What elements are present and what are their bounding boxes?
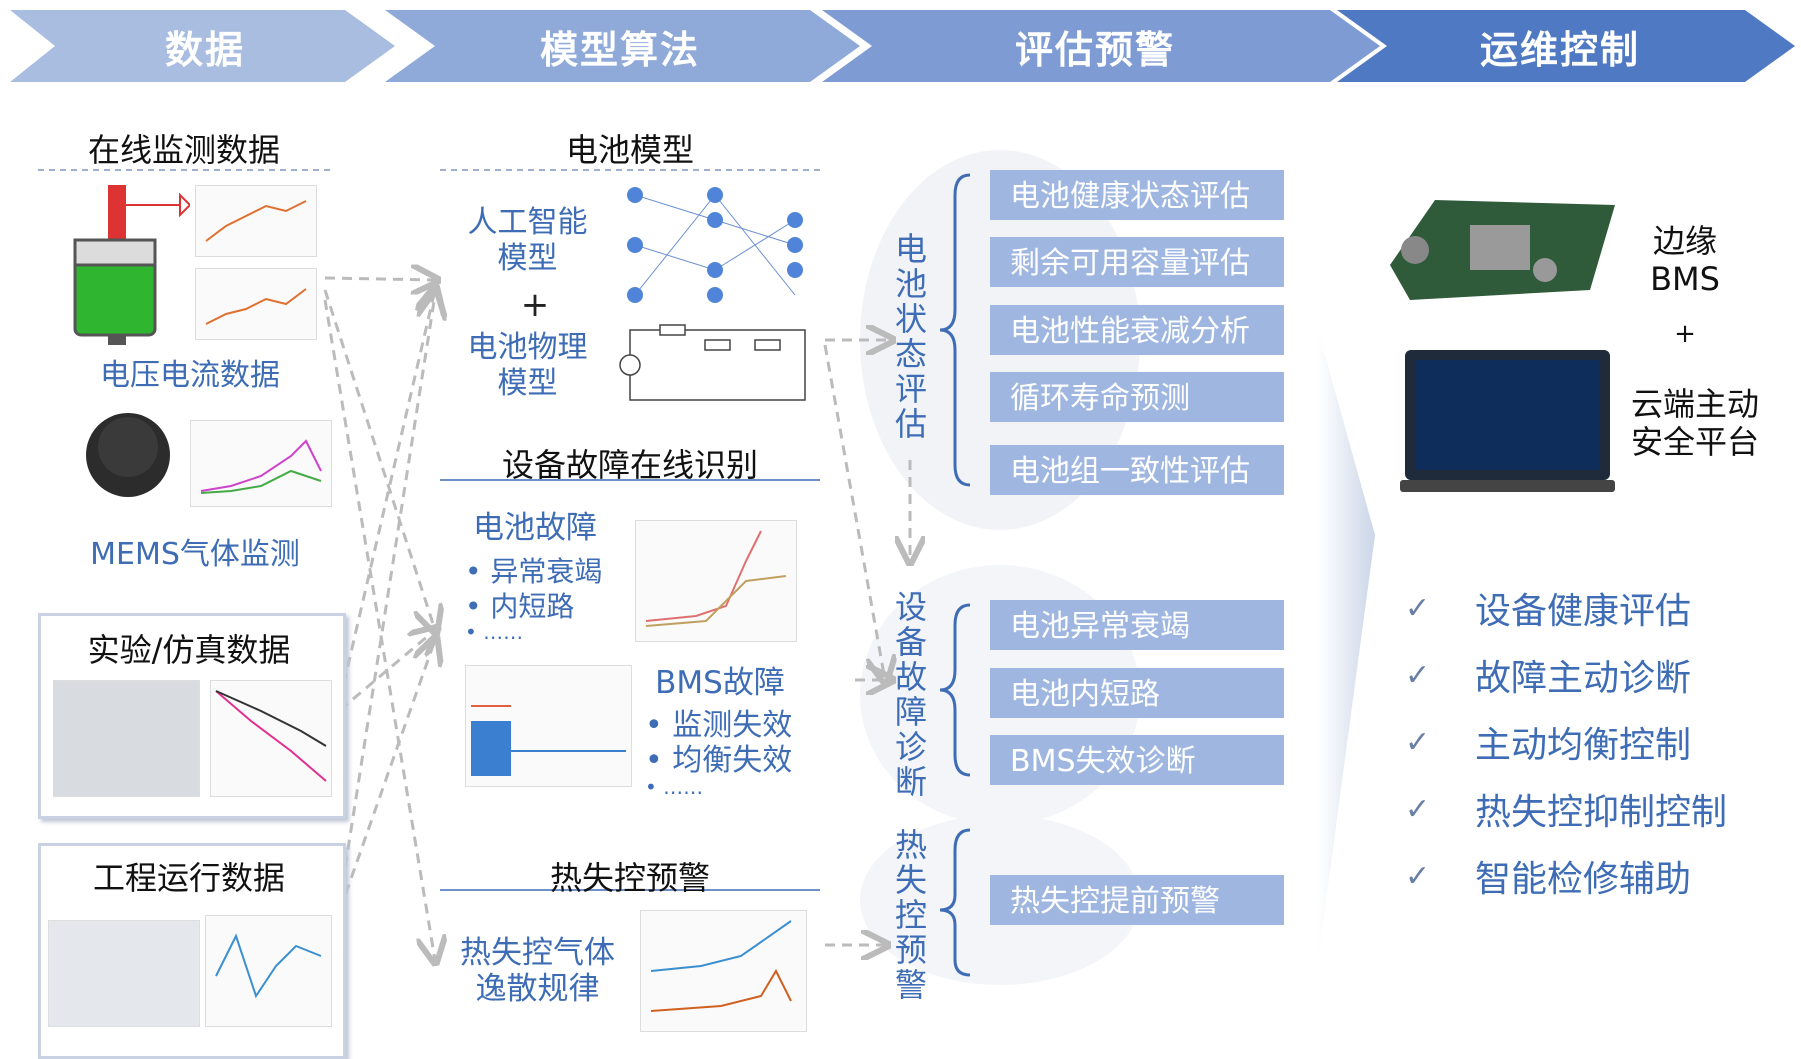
- mems-chart-thumb: [190, 420, 332, 507]
- voltage-chart-thumb-2: [195, 268, 317, 340]
- ai-model-label: 人工智能模型: [467, 205, 588, 276]
- test-chamber-image: [53, 680, 200, 797]
- battery-fault-item-3: • ……: [465, 620, 524, 644]
- check-icon: ✓: [1405, 657, 1431, 693]
- check-item-thermal-control: ✓ 热失控抑制控制: [1405, 784, 1727, 834]
- battery-fault-item-3-text: ……: [483, 620, 524, 644]
- battery-fault-label: 电池故障: [473, 510, 597, 546]
- stage-chevron-1: [10, 10, 395, 82]
- eval-item-degradation: 电池性能衰减分析: [990, 305, 1284, 355]
- eval-item-soh: 电池健康状态评估: [990, 170, 1284, 220]
- brace-group1: [939, 173, 971, 487]
- stage-chevron-2: [385, 10, 860, 82]
- battery-fault-item-2-text: 内短路: [490, 590, 575, 623]
- bms-fault-item-2: • 均衡失效: [645, 743, 793, 778]
- model-eval-connectors: [823, 340, 910, 945]
- battery-fault-item-2: • 内短路: [465, 590, 575, 623]
- data-model-connectors: [323, 278, 435, 960]
- eval-item-abnormal-decay: 电池异常衰竭: [990, 600, 1284, 650]
- stage-chevron-4: [1337, 10, 1795, 82]
- simulation-chart-thumb: [210, 680, 332, 797]
- bms-fault-item-1-text: 监测失效: [672, 708, 793, 743]
- edge-bms-board-image: [1380, 190, 1615, 305]
- battery-fault-item-1: • 异常衰竭: [465, 555, 603, 588]
- check-icon: ✓: [1405, 590, 1431, 626]
- stage-chevron-3: [822, 10, 1380, 82]
- brace-group2: [939, 603, 971, 777]
- stage-label-model: 模型算法: [539, 27, 700, 72]
- bms-fault-chart-thumb: [465, 665, 632, 787]
- check-item-diagnosis: ✓ 故障主动诊断: [1405, 650, 1691, 700]
- edge-bms-label: 边缘BMS: [1650, 222, 1720, 298]
- eval-item-bms-failure: BMS失效诊断: [990, 735, 1284, 785]
- battery-model-title: 电池模型: [565, 131, 694, 169]
- check-icon: ✓: [1405, 791, 1431, 827]
- check-item-maintenance: ✓ 智能检修辅助: [1405, 851, 1691, 901]
- check-icon: ✓: [1405, 858, 1431, 894]
- ops-plus-sign: +: [1674, 319, 1696, 349]
- eval-item-consistency: 电池组一致性评估: [990, 445, 1284, 495]
- online-monitor-title: 在线监测数据: [87, 131, 280, 169]
- bms-fault-item-2-text: 均衡失效: [672, 743, 793, 778]
- check-item-thermal-control-text: 热失控抑制控制: [1475, 792, 1728, 833]
- group1-vertical-label: 电池状态评估: [894, 230, 927, 443]
- check-item-balancing-text: 主动均衡控制: [1475, 725, 1692, 766]
- bms-fault-label: BMS故障: [655, 665, 785, 701]
- battery-illustration: [70, 185, 192, 345]
- check-item-health-text: 设备健康评估: [1475, 591, 1692, 632]
- engineering-data-title: 工程运行数据: [92, 859, 285, 897]
- eval-item-cycle-life: 循环寿命预测: [990, 372, 1284, 422]
- mems-sensor-image: [80, 405, 175, 505]
- stage-label-data: 数据: [164, 27, 245, 72]
- bms-fault-item-3: • ……: [645, 775, 704, 799]
- check-item-maintenance-text: 智能检修辅助: [1475, 859, 1692, 900]
- equivalent-circuit-diagram: [615, 320, 810, 405]
- stage-label-eval: 评估预警: [1014, 27, 1175, 72]
- battery-fault-item-1-text: 异常衰竭: [490, 555, 603, 588]
- eval-item-capacity: 剩余可用容量评估: [990, 237, 1284, 287]
- eval-item-early-warning: 热失控提前预警: [990, 875, 1284, 925]
- check-item-health: ✓ 设备健康评估: [1405, 583, 1691, 633]
- big-flow-arrow: [1318, 330, 1375, 960]
- thermal-gas-label: 热失控气体逸散规律: [460, 935, 615, 1007]
- cloud-platform-label: 云端主动安全平台: [1630, 385, 1759, 461]
- eval-item-internal-short: 电池内短路: [990, 668, 1284, 718]
- check-icon: ✓: [1405, 724, 1431, 760]
- voltage-current-label: 电压电流数据: [100, 358, 280, 393]
- bms-fault-item-3-text: ……: [663, 775, 704, 799]
- neural-network-diagram: [620, 180, 810, 310]
- mems-gas-label: MEMS气体监测: [90, 537, 300, 572]
- check-item-diagnosis-text: 故障主动诊断: [1475, 658, 1692, 699]
- stage-label-ops: 运维控制: [1479, 27, 1640, 72]
- bms-fault-item-1: • 监测失效: [645, 708, 793, 743]
- energy-station-image: [48, 920, 200, 1027]
- group3-vertical-label: 热失控预警: [894, 826, 927, 1004]
- physics-model-label: 电池物理模型: [467, 330, 588, 401]
- thermal-runaway-title: 热失控预警: [549, 859, 710, 897]
- voltage-chart-thumb-1: [195, 185, 317, 257]
- group2-vertical-label: 设备故障诊断: [894, 588, 927, 801]
- engineering-chart-thumb: [205, 915, 332, 1027]
- thermal-chart-thumb: [640, 910, 807, 1032]
- model-plus-sign: +: [520, 285, 550, 325]
- brace-group3: [939, 828, 971, 977]
- fault-id-title: 设备故障在线识别: [501, 446, 758, 484]
- cloud-platform-laptop-image: [1400, 350, 1615, 495]
- check-item-balancing: ✓ 主动均衡控制: [1405, 717, 1691, 767]
- battery-fault-chart-thumb: [635, 520, 797, 642]
- experiment-data-title: 实验/仿真数据: [87, 631, 291, 669]
